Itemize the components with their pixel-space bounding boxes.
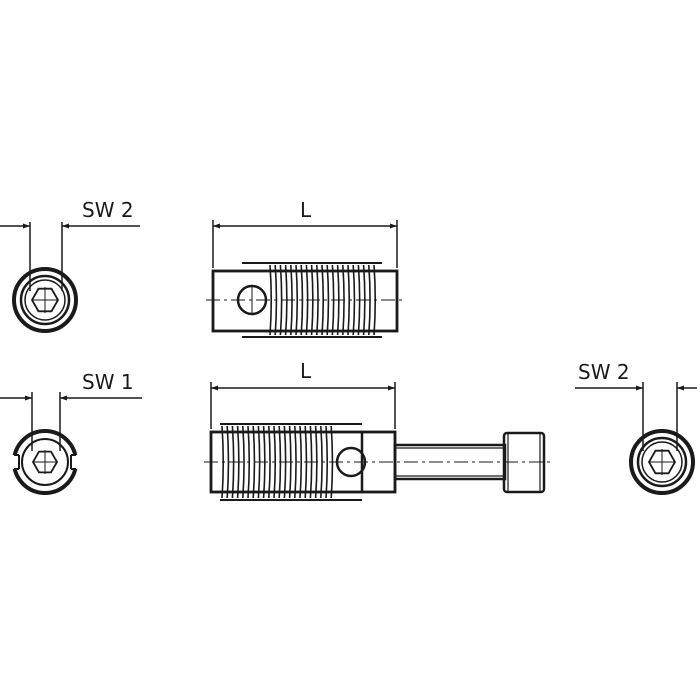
thread-line xyxy=(269,264,273,336)
thread-line xyxy=(321,264,325,336)
sw2-label-top-left: SW 2 xyxy=(82,198,134,222)
thread-line xyxy=(326,264,330,336)
thread-line xyxy=(352,264,356,336)
end-view-top-left xyxy=(12,267,78,333)
length-label-top: L xyxy=(300,198,312,222)
thread-line xyxy=(295,264,299,336)
thread-line xyxy=(368,264,371,336)
thread-line xyxy=(300,264,304,336)
sw1-label-bottom-left: SW 1 xyxy=(82,370,134,394)
sw1-dimension-bottom-left: SW 1 xyxy=(0,370,142,451)
thread-line xyxy=(299,425,303,499)
thread-line xyxy=(242,425,245,499)
length-dimension-bottom: L xyxy=(210,359,396,429)
sw2-dimension-bottom-right: SW 2 xyxy=(575,360,697,451)
thread-line xyxy=(273,425,277,499)
sleeve-side-view-top xyxy=(206,262,404,338)
sw2-dimension-top-left: SW 2 xyxy=(0,198,140,291)
length-label-bottom: L xyxy=(300,359,312,383)
end-view-bottom-right xyxy=(629,429,695,495)
thread-line xyxy=(294,425,297,499)
sw2-label-bottom-right: SW 2 xyxy=(578,360,630,384)
thread-line xyxy=(320,425,323,499)
end-view-bottom-left xyxy=(10,429,80,495)
thread-line xyxy=(226,425,230,499)
connector-side-view-bottom xyxy=(204,423,552,501)
thread-line xyxy=(325,425,329,499)
thread-line xyxy=(268,425,271,499)
length-dimension-top: L xyxy=(212,198,398,268)
